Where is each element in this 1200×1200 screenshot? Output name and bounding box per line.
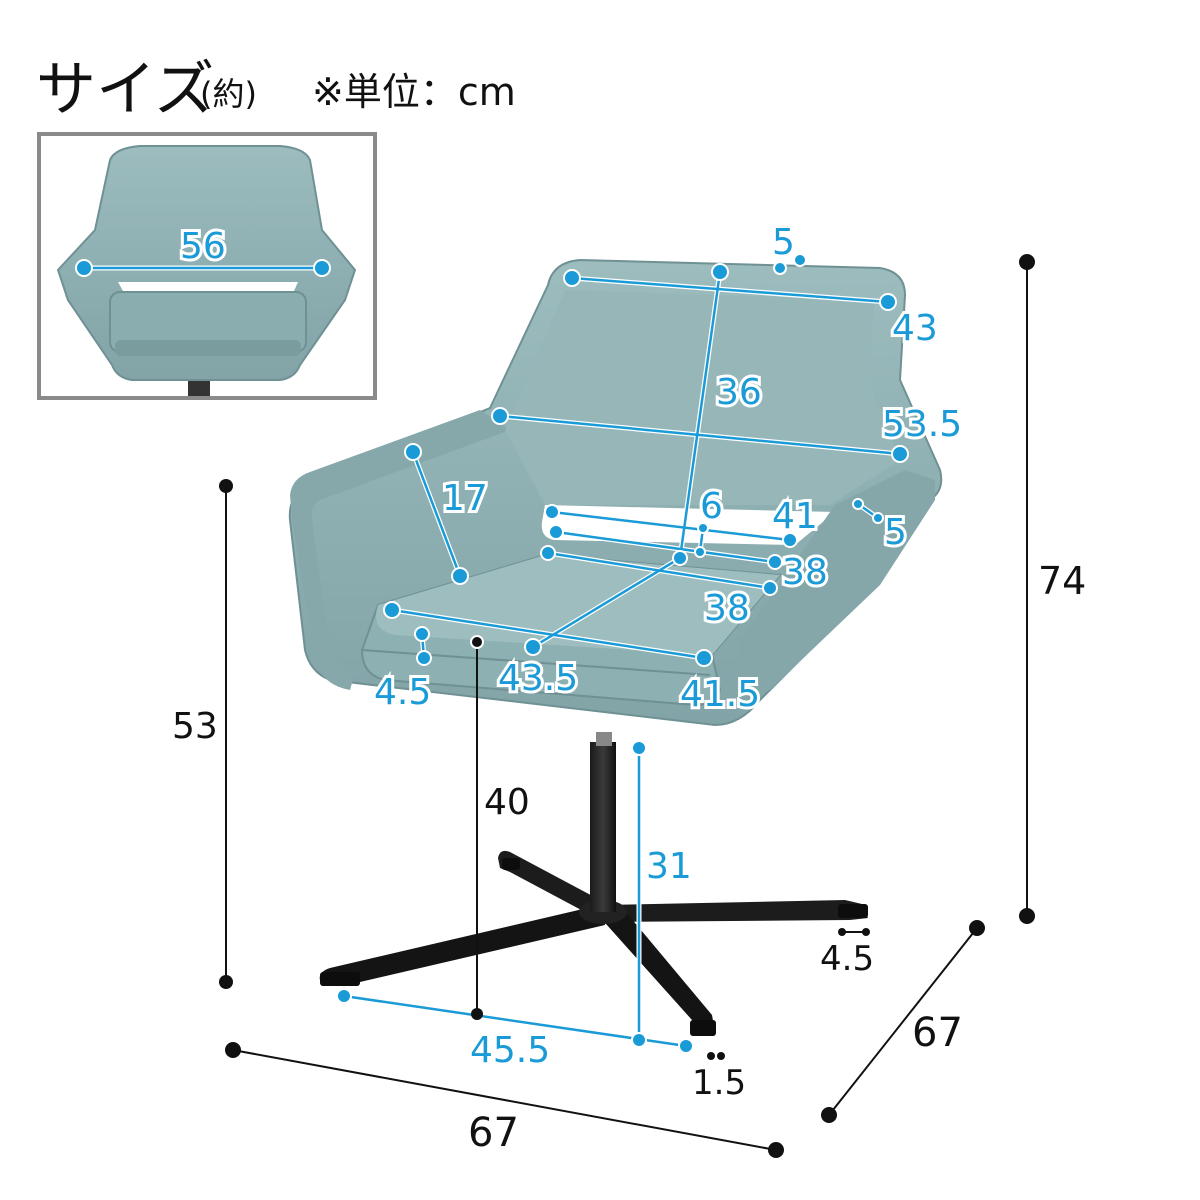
inset-dim-dot-left — [75, 259, 93, 277]
label-arm-height: 53 — [172, 706, 218, 747]
dim-line-seat-back — [555, 530, 776, 564]
label-total-width: 67 — [468, 1110, 519, 1156]
label-armrest-length: 17 — [442, 478, 488, 519]
dim-line-total-depth — [828, 927, 978, 1116]
dim-line-seat-depth — [532, 556, 681, 649]
dim-line-back-mid — [499, 414, 901, 456]
label-seat-depth: 43.5 — [498, 658, 578, 699]
label-seat-depth-inner: 38 — [704, 588, 750, 629]
label-cushion-thickness: 4.5 — [374, 672, 431, 713]
chair-illustration — [288, 258, 943, 1036]
base-leg-front-right — [598, 905, 715, 1035]
label-foot-width: 4.5 — [820, 939, 874, 979]
blue-dimension-strokes — [343, 271, 901, 1048]
dim-line-total-width — [232, 1049, 777, 1151]
label-arm-gap-height: 6 — [700, 486, 723, 527]
dim-line-seat-front — [391, 608, 705, 660]
base-leg-back-right — [605, 900, 868, 922]
label-foot-height: 1.5 — [692, 1063, 746, 1103]
label-base-height: 31 — [646, 846, 692, 887]
label-arm-thickness: 5 — [884, 512, 907, 553]
label-total-height: 74 — [1038, 559, 1086, 603]
dim-line-armrest — [411, 451, 462, 577]
dim-line-back-height — [678, 271, 722, 559]
label-seat-back-top-gap: 5 — [772, 222, 795, 263]
right-arm — [735, 470, 935, 700]
label-seat-height: 40 — [484, 782, 530, 823]
inset-dim-dot-right — [313, 259, 331, 277]
unit-note: ※単位：cm — [312, 70, 516, 114]
label-base-width: 45.5 — [470, 1030, 550, 1071]
label-seat-front-width: 41.5 — [680, 674, 760, 715]
inset-width-label: 56 — [180, 226, 226, 267]
inset-front-view: 56 — [37, 132, 377, 400]
dim-line-base-width — [343, 994, 687, 1048]
base-leg-front-left — [319, 905, 605, 985]
title: サイズ — [36, 55, 214, 125]
swivel-stem — [590, 742, 616, 912]
dim-line-back-top — [571, 276, 889, 304]
label-back-mid-width: 53.5 — [882, 404, 962, 445]
label-seat-back-width: 38 — [782, 552, 828, 593]
black-dimension-dots — [219, 254, 1035, 1158]
label-total-depth: 67 — [912, 1010, 963, 1056]
dim-line-gap-width — [551, 510, 791, 542]
base-leg-back-left — [498, 850, 600, 912]
black-dimension-lines — [225, 262, 1028, 1151]
label-back-height: 36 — [716, 372, 762, 413]
seat-cushion-top — [376, 555, 780, 655]
left-arm — [290, 410, 510, 690]
label-arm-gap-width: 41 — [772, 496, 818, 537]
blue-dimension-dots — [336, 253, 909, 1054]
label-back-top-width: 43 — [892, 308, 938, 349]
approx-label: (約) — [200, 75, 257, 113]
